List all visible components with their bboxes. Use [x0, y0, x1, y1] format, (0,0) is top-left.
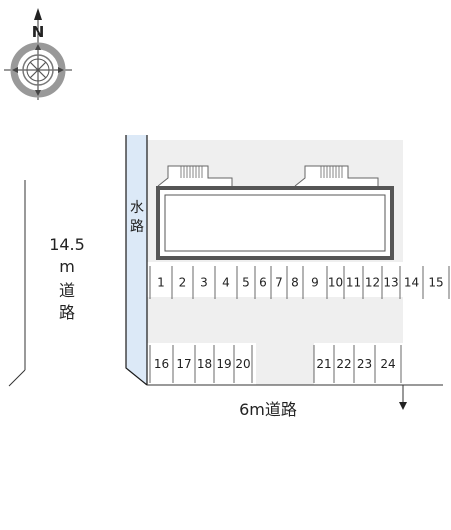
svg-text:路: 路 [130, 219, 144, 235]
left-road-label: 14.5 m 道 路 [49, 235, 85, 322]
arrow-down-icon [399, 402, 407, 410]
svg-text:道: 道 [59, 281, 75, 300]
parking-stall-3: 3 [200, 276, 208, 290]
parking-row-bottom-right: 21 22 23 24 [313, 345, 402, 383]
parking-stall-4: 4 [222, 276, 230, 290]
parking-stall-16: 16 [154, 357, 169, 371]
parking-stall-5: 5 [242, 276, 250, 290]
parking-stall-11: 11 [346, 276, 361, 290]
parking-stall-10: 10 [328, 276, 343, 290]
svg-text:m: m [59, 257, 75, 276]
compass-icon: N [4, 8, 72, 100]
parking-stall-9: 9 [311, 276, 319, 290]
parking-stall-17: 17 [176, 357, 191, 371]
parking-stall-23: 23 [357, 357, 372, 371]
parking-stall-14: 14 [404, 276, 419, 290]
parking-stall-2: 2 [179, 276, 187, 290]
canal-label: 水 路 [130, 200, 144, 235]
parking-stall-1: 1 [157, 276, 165, 290]
svg-text:路: 路 [59, 303, 75, 322]
stairs-icon-left [180, 166, 203, 178]
parking-row-bottom-right-bg [314, 343, 403, 385]
left-road-corner [8, 369, 26, 387]
parking-stall-18: 18 [197, 357, 212, 371]
parking-stall-7: 7 [275, 276, 283, 290]
parking-stall-19: 19 [216, 357, 231, 371]
svg-text:14.5: 14.5 [49, 235, 85, 254]
stairs-icon-right [320, 166, 343, 178]
svg-text:水: 水 [130, 200, 144, 216]
parking-row-top-bg [147, 262, 403, 297]
building [156, 165, 394, 260]
canal [126, 135, 147, 385]
parking-stall-20: 20 [235, 357, 250, 371]
parking-stall-21: 21 [316, 357, 331, 371]
parking-stall-13: 13 [383, 276, 398, 290]
parking-stall-12: 12 [365, 276, 380, 290]
parking-stall-24: 24 [380, 357, 395, 371]
parking-stall-15: 15 [428, 276, 443, 290]
parking-row-bottom-left: 16 17 18 19 20 [149, 345, 253, 383]
parking-stall-6: 6 [259, 276, 267, 290]
parking-stall-22: 22 [336, 357, 351, 371]
parking-row-bottom-left-bg [147, 343, 256, 385]
north-label: N [32, 23, 45, 41]
parking-stall-8: 8 [291, 276, 299, 290]
bottom-road-label: 6m道路 [239, 400, 297, 419]
